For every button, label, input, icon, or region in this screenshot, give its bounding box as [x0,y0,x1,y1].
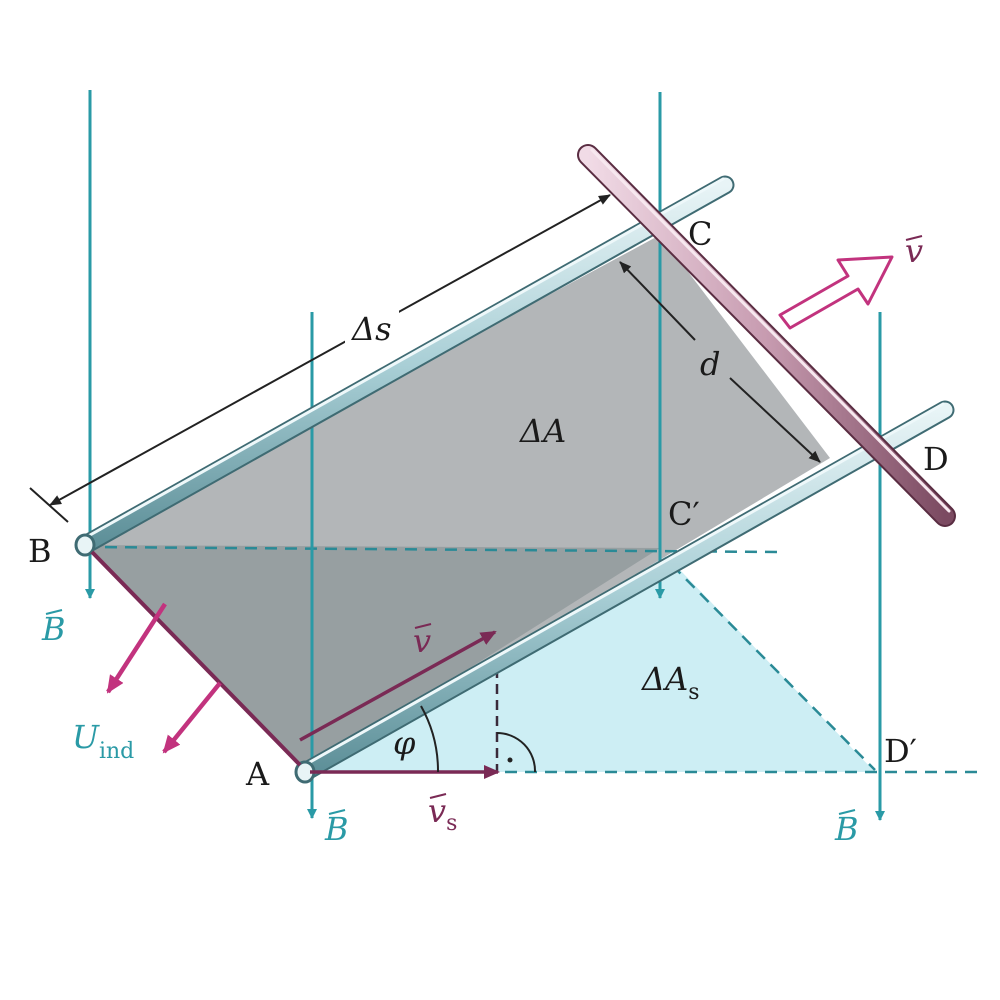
vector-accent-b-left [45,609,63,615]
label-angle-phi: φ [393,724,416,762]
delta-s-label-bg [345,305,399,349]
u-ind-arrow-2 [162,681,222,754]
sliding-rod [577,144,956,527]
label-area-delta-as: ΔAs [640,660,700,705]
label-velocity-v-top: v [905,232,923,270]
label-distance-d: d [700,345,720,383]
velocity-rail-arrow [299,630,497,742]
dashed-line-b-cprime [84,545,781,554]
projected-area-delta-as [305,550,875,772]
angle-phi-arc [420,705,440,773]
right-angle-marker-icon [496,732,537,773]
vector-accent-v-top [905,235,923,241]
d-dimension-line-upper [619,261,696,341]
label-point-a: A [245,755,270,793]
vector-accent-v-rail [414,623,432,629]
label-velocity-v-rail: v [413,622,431,660]
label-area-delta-as-main: ΔA [640,660,688,698]
label-point-d-prime: D′ [884,732,917,770]
dashed-line-cprime-dprime [671,564,876,771]
label-point-c: C [688,215,712,253]
label-b-field-a: B [324,810,349,848]
edge-b-a [90,550,302,767]
label-velocity-vs-sub: s [446,811,457,836]
rail-end-b [74,533,96,557]
vector-accent-b-d [838,809,856,815]
label-u-ind-main: U [72,718,100,756]
label-area-delta-a: ΔA [518,412,566,450]
delta-s-tick [29,487,69,523]
d-dimension-line-lower [729,377,821,463]
u-ind-arrow-1 [106,602,167,694]
label-point-c-prime: C′ [668,495,700,533]
rail-bottom [295,400,955,782]
label-u-ind-sub: ind [99,739,134,764]
label-area-delta-as-sub: s [688,680,699,705]
vector-accent-vs [429,793,447,799]
inclined-area-lower-shade [85,545,660,772]
label-b-field-d: B [834,810,859,848]
label-point-b: B [28,532,52,570]
label-delta-s: Δs [350,310,392,348]
label-u-ind: Uind [72,718,134,764]
label-velocity-vs-main: v [428,792,446,830]
label-b-field-left: B [41,610,66,648]
hollow-arrow-icon [778,255,894,330]
delta-s-dimension-line [49,194,611,506]
right-angle-dot [507,757,513,763]
vector-accent-b-a [328,809,346,815]
label-velocity-vs: vs [428,792,457,836]
label-point-d: D [923,440,949,478]
